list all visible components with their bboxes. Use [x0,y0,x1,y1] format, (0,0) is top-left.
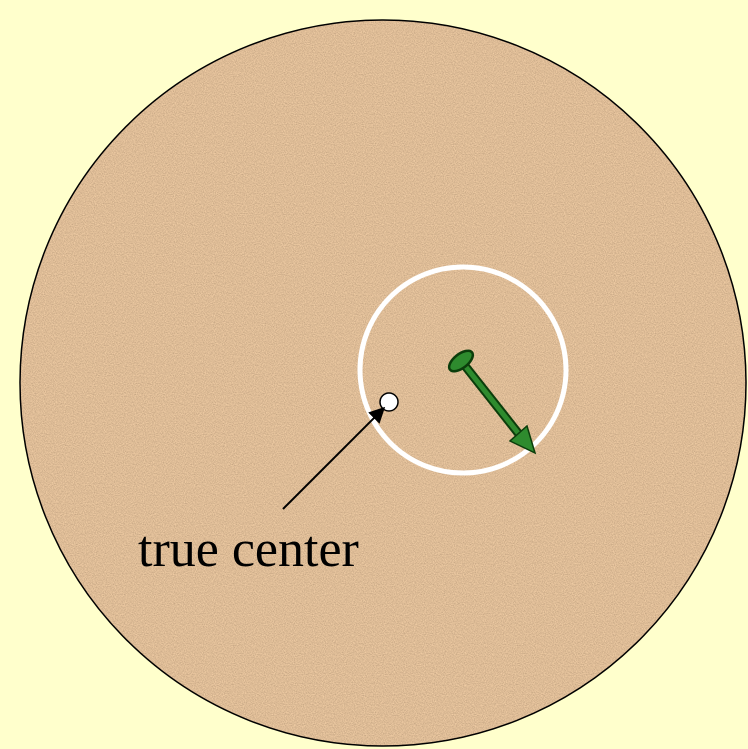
sand-disc [20,20,746,746]
true-center-label: true center [138,521,359,578]
